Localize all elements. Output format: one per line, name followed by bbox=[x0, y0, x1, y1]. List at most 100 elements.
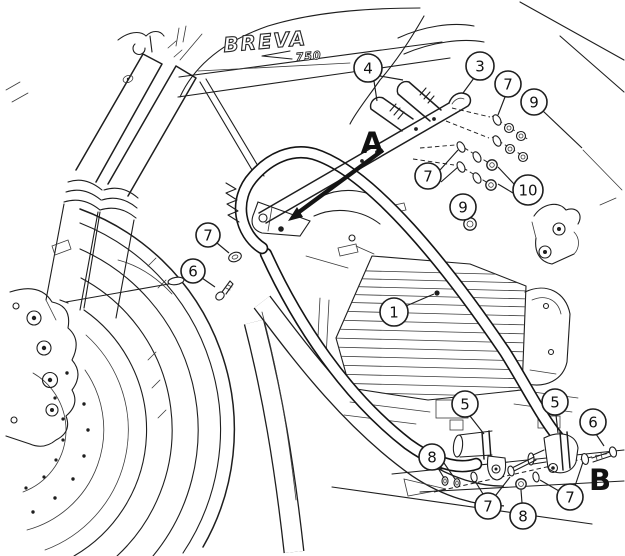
clamp-bolt-right bbox=[591, 446, 618, 463]
callout-circle bbox=[379, 297, 409, 327]
callout-number: 7 bbox=[423, 167, 433, 185]
callout-1-anchor-dot bbox=[434, 290, 440, 296]
callout-leader-line bbox=[542, 110, 583, 149]
callout-circle bbox=[509, 502, 537, 530]
brake-disc-holes bbox=[24, 371, 90, 514]
callout-circle bbox=[494, 70, 522, 98]
bottom-clamps-and-fasteners bbox=[433, 430, 618, 493]
callout-leader-line bbox=[443, 462, 456, 480]
callout-number: 7 bbox=[565, 488, 575, 506]
callout-number: 5 bbox=[550, 393, 560, 411]
view-label-layer: AB bbox=[361, 126, 611, 497]
callout-circle bbox=[418, 443, 446, 471]
callout-number: 1 bbox=[389, 303, 399, 321]
callout-leader-line bbox=[555, 414, 559, 434]
tank-logo: BREVA 750 bbox=[222, 25, 323, 64]
callout-leader-line bbox=[462, 77, 475, 94]
callout-leader-line bbox=[373, 80, 378, 102]
callout-number: 5 bbox=[460, 395, 470, 413]
callout-number: 8 bbox=[427, 448, 437, 466]
callout-3: 3 bbox=[462, 51, 495, 94]
callout-number: 4 bbox=[363, 59, 373, 77]
callout-leader-line bbox=[201, 277, 216, 288]
valve-cover bbox=[524, 287, 571, 386]
callout-leader-line bbox=[474, 480, 484, 495]
callout-10: 10 bbox=[497, 166, 544, 206]
callout-leader-line bbox=[440, 166, 459, 183]
callout-6: 6 bbox=[180, 258, 216, 288]
callout-number: 7 bbox=[503, 75, 513, 93]
handlebar-area bbox=[5, 30, 183, 103]
callout-leader-line bbox=[520, 489, 523, 504]
callout-4: 4 bbox=[353, 53, 404, 102]
return-spring bbox=[225, 182, 240, 223]
callout-leader-line bbox=[495, 476, 511, 496]
callout-leader-line bbox=[497, 96, 506, 116]
callout-7: 7 bbox=[414, 149, 459, 190]
callout-leader-line bbox=[437, 467, 445, 479]
arrow-a bbox=[288, 148, 385, 221]
upper-fasteners bbox=[412, 107, 531, 231]
bolt-head-items bbox=[485, 159, 498, 191]
callout-number: 3 bbox=[475, 57, 485, 75]
callout-5: 5 bbox=[541, 388, 569, 434]
callout-circle bbox=[512, 174, 544, 206]
callout-circle bbox=[579, 408, 607, 436]
callout-9: 9 bbox=[520, 88, 583, 149]
callout-number: 8 bbox=[518, 507, 528, 525]
callout-leader-line bbox=[469, 415, 485, 435]
callout-circle bbox=[449, 193, 477, 221]
arrow-target-bolt bbox=[278, 226, 284, 232]
callout-5: 5 bbox=[451, 390, 485, 435]
nut-items bbox=[503, 122, 529, 163]
screw-item bbox=[215, 280, 234, 301]
callout-leader-line bbox=[439, 149, 459, 171]
callout-8: 8 bbox=[509, 489, 537, 530]
view-label-B: B bbox=[589, 463, 611, 497]
callout-7: 7 bbox=[539, 461, 584, 511]
logo-swoosh bbox=[261, 50, 293, 60]
left-tube-clamp bbox=[452, 430, 507, 481]
callout-leader-line bbox=[539, 479, 560, 492]
engine bbox=[305, 189, 625, 525]
cylinder-fins bbox=[336, 269, 526, 398]
callout-7: 7 bbox=[494, 70, 522, 116]
callout-number: 7 bbox=[483, 497, 493, 515]
u-bolt-clamps bbox=[369, 80, 442, 132]
rear-engine-mount bbox=[531, 203, 581, 265]
callout-circle bbox=[541, 388, 569, 416]
callout-number: 6 bbox=[588, 413, 598, 431]
callout-leader-line bbox=[595, 433, 605, 447]
view-label-A: A bbox=[361, 126, 384, 160]
callout-circle bbox=[414, 162, 442, 190]
left-fasteners bbox=[215, 251, 242, 301]
callout-circle bbox=[556, 483, 584, 511]
callout-circle bbox=[474, 492, 502, 520]
callout-number: 6 bbox=[188, 262, 198, 280]
callout-leader-line bbox=[497, 166, 515, 185]
callout-leader-line bbox=[379, 75, 404, 81]
washer-items bbox=[456, 114, 502, 184]
callout-number: 10 bbox=[518, 181, 537, 199]
callout-number: 9 bbox=[458, 198, 468, 216]
callout-number: 7 bbox=[203, 226, 213, 244]
callout-leader-line bbox=[574, 461, 584, 487]
callout-7: 7 bbox=[474, 476, 511, 520]
front-wheel-and-fender bbox=[22, 208, 236, 556]
right-tube-clamp bbox=[511, 431, 579, 474]
callout-leader-line bbox=[216, 242, 230, 254]
callout-1: 1 bbox=[379, 293, 435, 327]
tank-logo-model: 750 bbox=[295, 49, 322, 64]
callout-6: 6 bbox=[579, 408, 607, 447]
callout-7: 7 bbox=[195, 222, 230, 254]
callout-leader-line bbox=[497, 183, 514, 194]
callout-circle bbox=[465, 51, 495, 81]
callout-8: 8 bbox=[418, 443, 456, 480]
callout-9: 9 bbox=[449, 193, 477, 221]
exhaust-pipes bbox=[243, 295, 505, 554]
frame-lines bbox=[199, 1, 625, 206]
callout-circle bbox=[451, 390, 479, 418]
callout-leader-line bbox=[405, 293, 435, 307]
